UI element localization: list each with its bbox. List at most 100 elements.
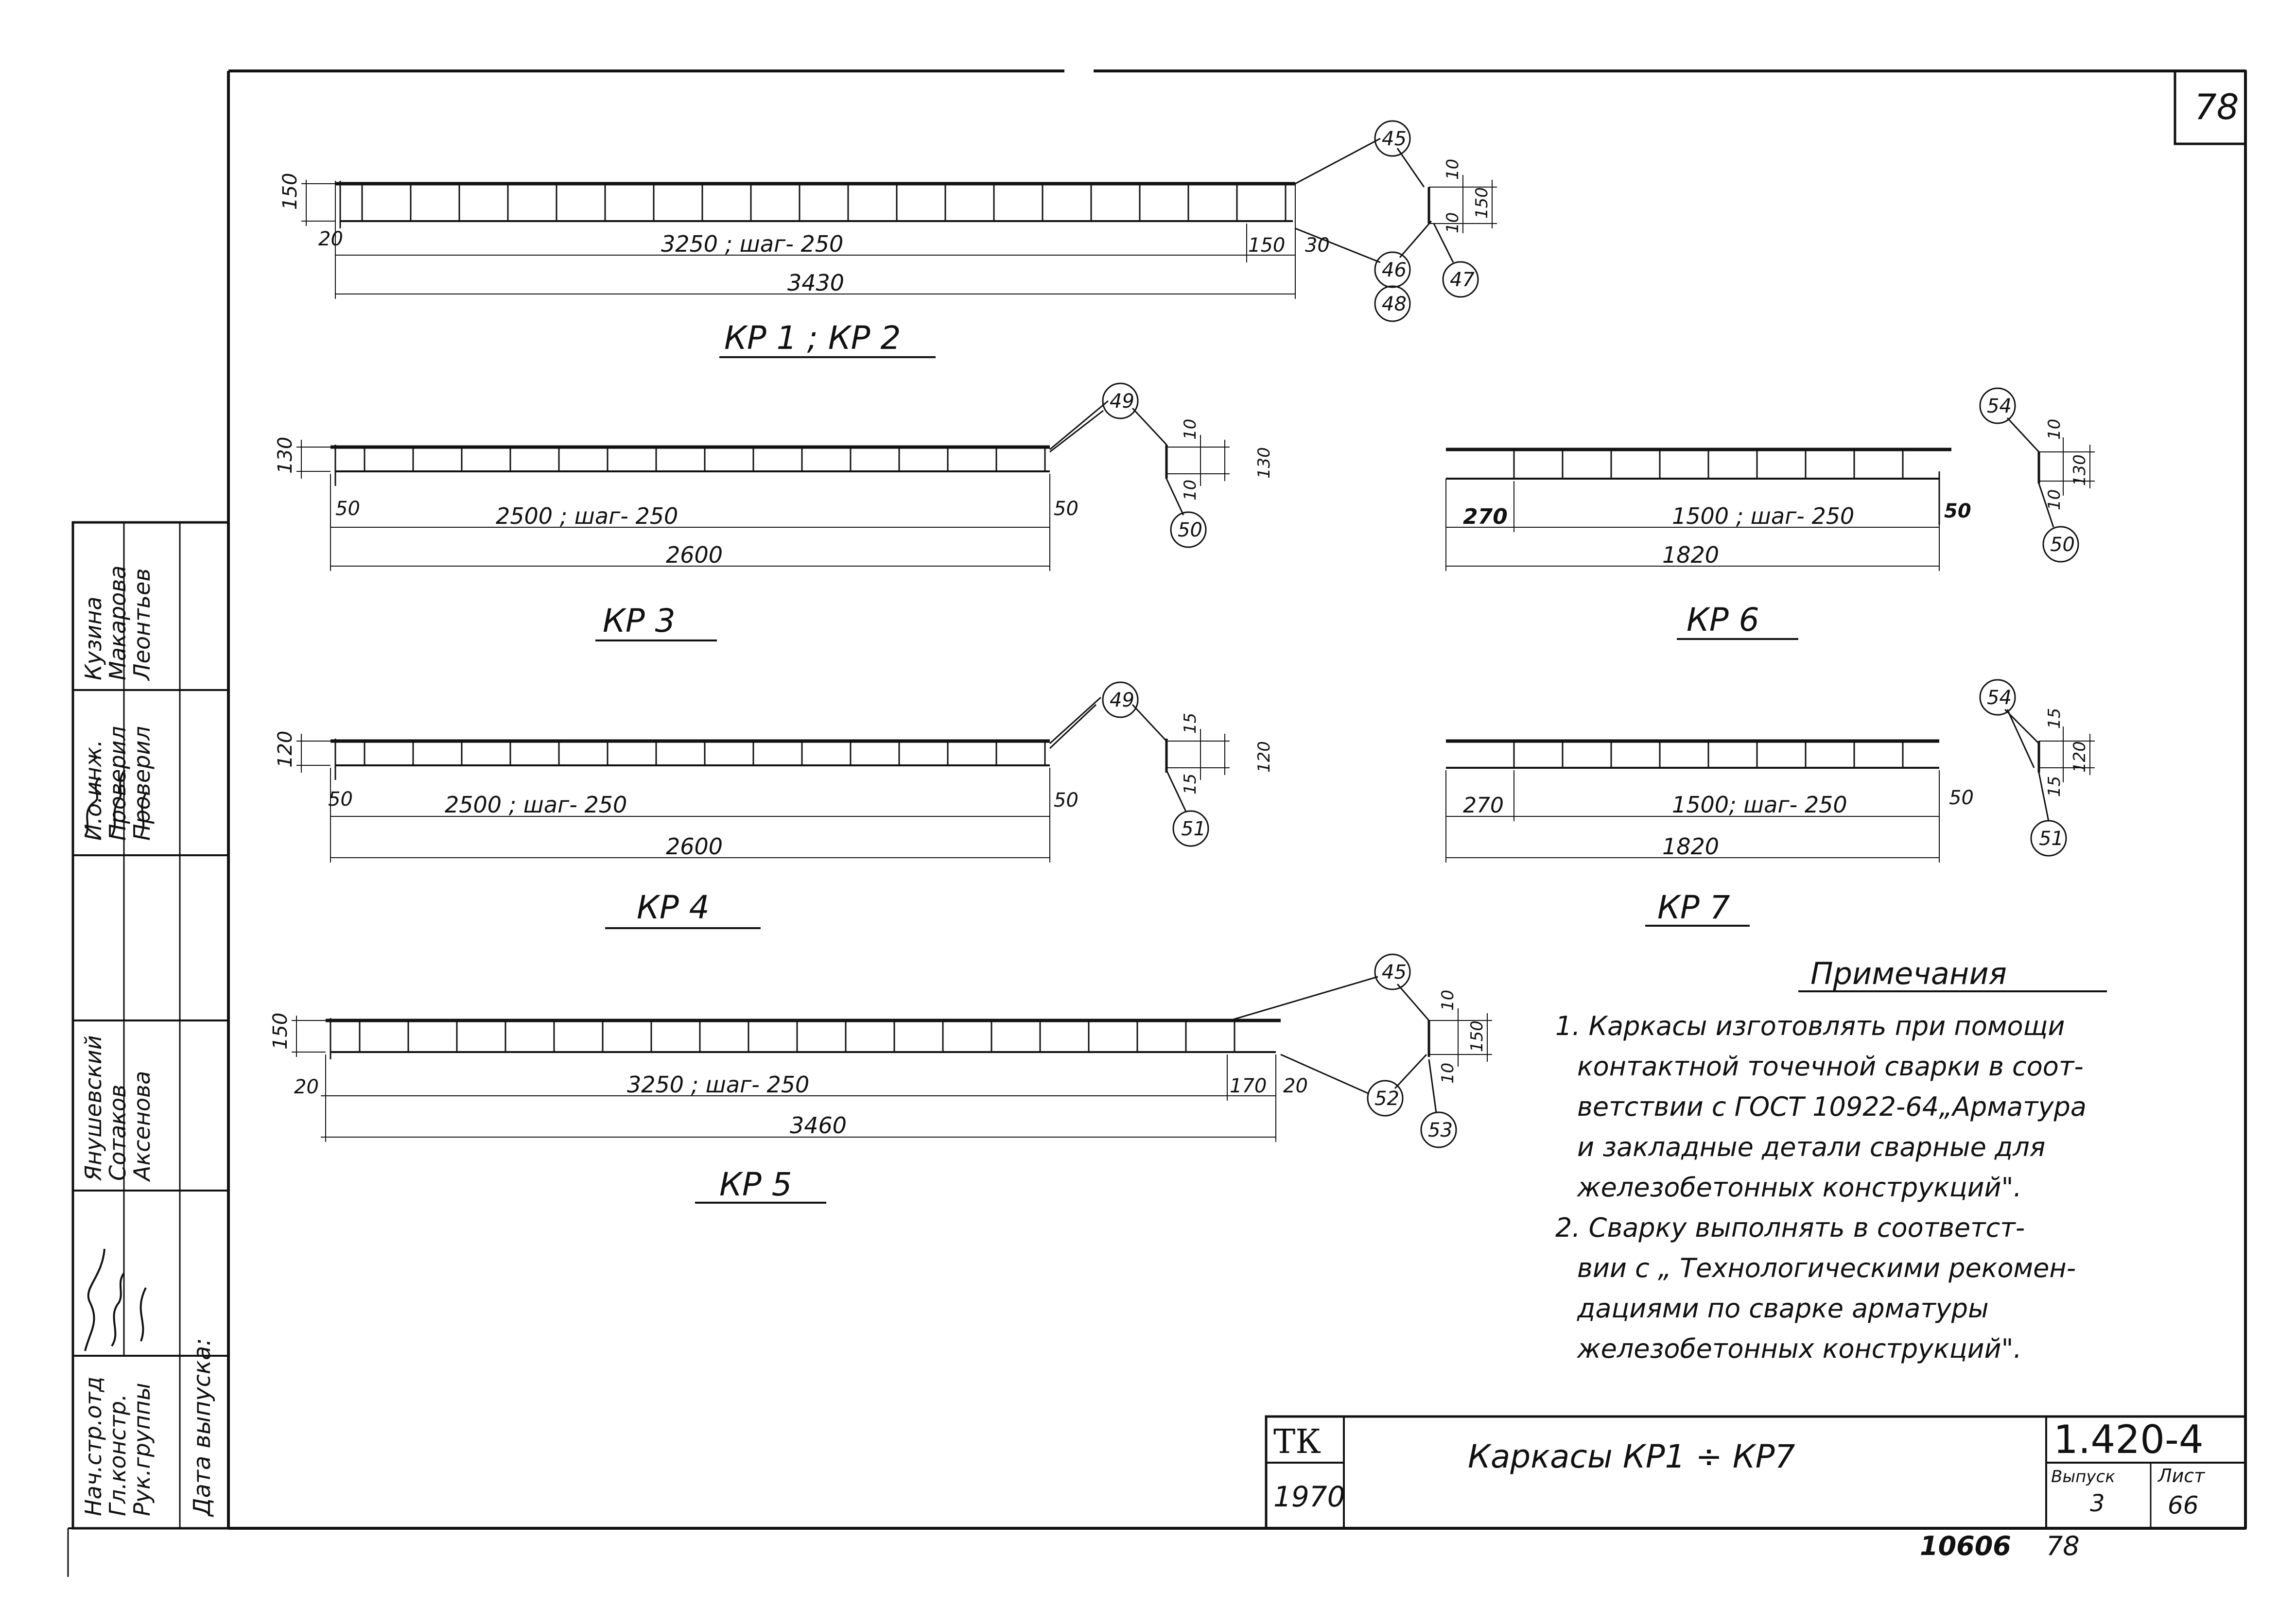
name-1: Янушевский xyxy=(80,1035,106,1181)
kr4-span: 2500 ; шаг- 250 xyxy=(445,792,627,818)
page-corner-box: 78 xyxy=(2174,69,2247,145)
kr1-right-a: 150 xyxy=(1248,234,1285,257)
frame-kr1-kr2: 150 20 3250 ; шаг- 250 150 30 3430 КР 1 … xyxy=(279,120,1497,358)
kr1-height-dim: 150 xyxy=(279,173,301,210)
kr1-span: 3250 ; шаг- 250 xyxy=(661,231,843,257)
kr1-marker-d: 47 xyxy=(1450,269,1475,291)
frame-kr3: 130 50 2500 ; шаг- 250 50 2600 КР 3 10 1… xyxy=(274,382,1274,641)
archive-stamp-page: 78 xyxy=(2046,1531,2080,1561)
kr1-detail-dim-c: 10 xyxy=(1443,212,1462,233)
kr7-detail-dim-c: 15 xyxy=(2045,776,2064,797)
kr5-detail-dim-c: 10 xyxy=(1438,1063,1458,1084)
frame-kr5: 150 20 3250 ; шаг- 250 170 20 3460 КР 5 … xyxy=(269,953,1492,1204)
kr6-detail-dim-c: 10 xyxy=(2045,489,2064,510)
sheet-label: Лист xyxy=(2157,1465,2206,1486)
kr7-right-dim: 50 xyxy=(1949,787,1974,809)
archive-stamp: 10606 xyxy=(1920,1531,2011,1561)
kr1-marker-b: 46 xyxy=(1382,259,1407,281)
note-line-8: дациями по сварке арматуры xyxy=(1577,1293,1989,1324)
kr1-left-dim: 20 xyxy=(318,228,343,250)
kr5-right-a: 170 xyxy=(1230,1075,1267,1097)
note-line-4: и закладные детали сварные для xyxy=(1577,1132,2045,1162)
kr4-right-dim: 50 xyxy=(1054,789,1078,812)
kr3-span: 2500 ; шаг- 250 xyxy=(496,503,678,529)
kr6-detail-dim-a: 10 xyxy=(2045,419,2064,440)
kr7-label: КР 7 xyxy=(1657,889,1730,926)
stirrups xyxy=(361,184,1287,221)
note-line-6: 2. Сварку выполнять в соответст- xyxy=(1555,1212,2025,1243)
kr5-marker-a: 45 xyxy=(1382,961,1407,984)
issue-label: Выпуск xyxy=(2051,1467,2115,1486)
page-corner-number: 78 xyxy=(2194,86,2239,127)
kr6-marker-b: 50 xyxy=(2050,534,2075,556)
kr6-detail-dim-b: 130 xyxy=(2070,454,2089,486)
kr5-detail: 10 150 10 45 52 53 xyxy=(1229,953,1492,1148)
kr3-detail-dim-b: 130 xyxy=(1254,447,1274,479)
role-4: И.о.инж. xyxy=(80,740,106,841)
year: 1970 xyxy=(1273,1480,1345,1513)
role-1: Нач.стр.отд xyxy=(80,1377,106,1516)
kr7-marker-b: 51 xyxy=(2039,828,2064,850)
stirrups xyxy=(359,1020,1235,1052)
kr5-marker-b: 52 xyxy=(1374,1088,1399,1110)
kr4-height-dim: 120 xyxy=(274,731,296,768)
kr4-detail-dim-a: 15 xyxy=(1181,713,1200,734)
kr3-height-dim: 130 xyxy=(274,437,296,474)
kr7-left-dim: 270 xyxy=(1463,793,1504,818)
kr5-label: КР 5 xyxy=(719,1166,792,1203)
issue-value: 3 xyxy=(2090,1490,2105,1517)
kr3-marker-a: 49 xyxy=(1110,390,1134,413)
kr4-marker-b: 51 xyxy=(1181,818,1206,840)
drawing-title: Каркасы КР1 ÷ КР7 xyxy=(1468,1438,1795,1475)
kr3-label: КР 3 xyxy=(603,602,676,639)
stirrups xyxy=(364,741,1046,765)
kr5-detail-dim-b: 150 xyxy=(1467,1020,1487,1052)
kr6-detail: 10 130 10 54 50 xyxy=(1979,387,2095,563)
role-3: Рук.группы xyxy=(129,1383,155,1516)
name-2: Сотаков xyxy=(104,1085,131,1181)
signature-strip: Нач.стр.отд Гл.констр. Рук.группы И.о.ин… xyxy=(71,521,230,1530)
note-line-5: железобетонных конструкций". xyxy=(1576,1172,2022,1203)
kr1-label: КР 1 ; КР 2 xyxy=(724,319,901,357)
frame-kr4: 120 50 2500 ; шаг- 250 50 2600 КР 4 15 1… xyxy=(274,681,1274,929)
name-6: Леонтьев xyxy=(129,569,155,681)
stirrups xyxy=(364,447,1046,471)
kr7-detail-dim-b: 120 xyxy=(2070,741,2089,773)
kr7-marker-a: 54 xyxy=(1987,687,2012,709)
role-2: Гл.констр. xyxy=(104,1394,131,1516)
note-line-9: железобетонных конструкций". xyxy=(1576,1333,2022,1364)
kr1-total: 3430 xyxy=(787,270,844,296)
stirrups xyxy=(1513,449,1904,479)
kr4-detail: 15 120 15 49 51 xyxy=(1049,681,1274,847)
note-line-2: контактной точечной сварки в соот- xyxy=(1577,1051,2084,1082)
kr1-detail-dim-a: 10 xyxy=(1443,159,1462,180)
kr5-span: 3250 ; шаг- 250 xyxy=(627,1071,809,1098)
kr5-height-dim: 150 xyxy=(269,1013,292,1050)
kr4-label: КР 4 xyxy=(637,889,710,926)
frame-kr6: 270 1500 ; шаг- 250 50 1820 КР 6 10 130 … xyxy=(1445,387,2095,640)
name-4: Кузина xyxy=(80,597,106,681)
kr7-detail: 15 120 15 54 51 xyxy=(1979,679,2095,857)
role-5: Проверил xyxy=(104,726,131,841)
kr3-detail: 10 130 10 49 50 xyxy=(1049,382,1274,548)
role-6: Проверил xyxy=(129,726,155,841)
note-line-7: вии с „ Технологическими рекомен- xyxy=(1577,1253,2076,1283)
frame-kr7: 270 1500; шаг- 250 50 1820 КР 7 15 120 1… xyxy=(1445,679,2095,927)
kr5-total: 3460 xyxy=(790,1112,847,1139)
kr6-left-dim: 270 xyxy=(1463,504,1508,529)
kr4-total: 2600 xyxy=(666,833,723,860)
kr7-span: 1500; шаг- 250 xyxy=(1672,792,1847,818)
kr5-right-b: 20 xyxy=(1283,1075,1308,1097)
title-block: ТК 1970 Каркасы КР1 ÷ КР7 1.420-4 Выпуск… xyxy=(1265,1415,2247,1530)
notes-block: Примечания 1. Каркасы изготовлять при по… xyxy=(1555,956,2107,1364)
kr3-detail-dim-a: 10 xyxy=(1181,419,1200,440)
kr3-detail-dim-c: 10 xyxy=(1181,480,1200,501)
notes-heading: Примечания xyxy=(1810,956,2007,991)
release-date-label: Дата выпуска: xyxy=(189,1338,216,1518)
kr3-total: 2600 xyxy=(666,542,723,568)
kr3-right-dim: 50 xyxy=(1054,498,1078,520)
kr4-detail-dim-b: 120 xyxy=(1254,741,1274,773)
sheet-value: 66 xyxy=(2168,1491,2199,1520)
kr7-total: 1820 xyxy=(1662,833,1719,860)
